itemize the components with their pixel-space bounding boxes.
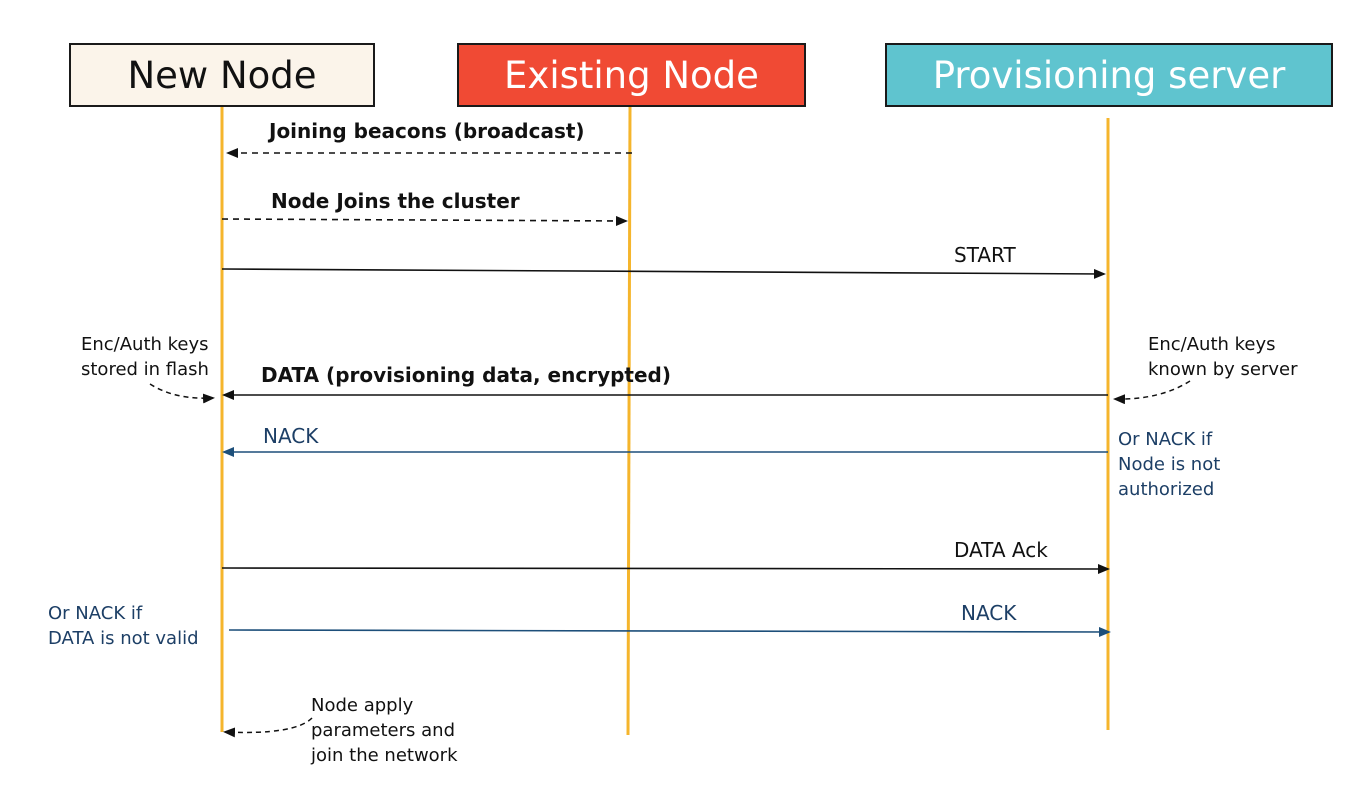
note-line: stored in flash [81,359,209,380]
note-nack-not-authorized: Or NACK if Node is not authorized [1118,427,1220,502]
participant-new-node: New Node [69,43,375,107]
label-nack-server: NACK [263,424,319,448]
label-start: START [954,243,1016,267]
label-data: DATA (provisioning data, encrypted) [261,363,672,387]
label-joining-beacons: Joining beacons (broadcast) [269,119,585,143]
label-node-joins: Node Joins the cluster [271,189,520,213]
note-line: join the network [311,745,458,766]
arrow-start [221,268,1106,279]
note-line: Or NACK if [48,603,143,624]
pointer-node-apply [223,717,313,738]
arrow-data-ack [221,563,1110,574]
note-keys-server: Enc/Auth keys known by server [1148,332,1297,382]
note-line: DATA is not valid [48,628,199,649]
participant-provisioning-server: Provisioning server [885,43,1333,107]
label-nack-node: NACK [961,601,1017,625]
note-nack-data-invalid: Or NACK if DATA is not valid [48,601,199,651]
note-line: Node apply [311,695,414,716]
pointer-keys-server [1113,380,1191,405]
note-node-apply: Node apply parameters and join the netwo… [311,693,458,768]
note-line: Node is not [1118,454,1221,475]
note-line: authorized [1118,479,1215,500]
note-line: parameters and [311,720,455,741]
note-line: Enc/Auth keys [81,334,209,355]
note-line: Or NACK if [1118,429,1213,450]
note-line: known by server [1148,359,1298,380]
note-keys-flash: Enc/Auth keys stored in flash [81,332,209,382]
label-data-ack: DATA Ack [954,538,1048,562]
participant-existing-node: Existing Node [457,43,806,107]
pointer-keys-flash [149,383,215,404]
lifeline-existing-node [626,106,632,736]
arrow-nack-node [228,626,1111,637]
note-line: Enc/Auth keys [1148,334,1276,355]
arrow-node-joins [221,215,628,226]
